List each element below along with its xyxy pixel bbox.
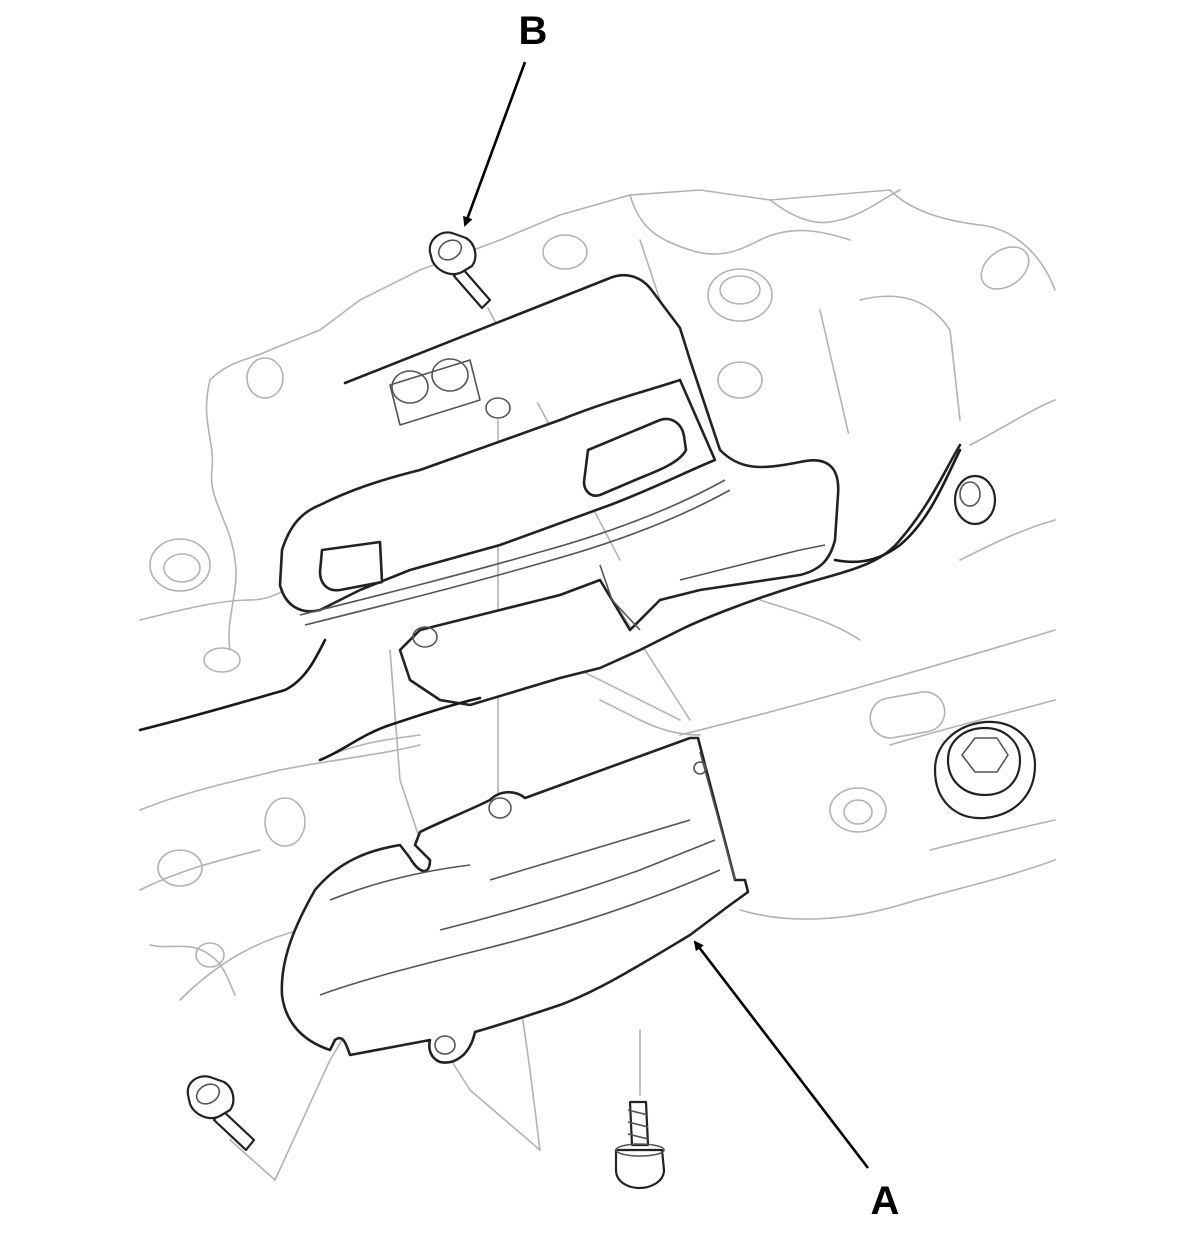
heat-shield-part-a (280, 736, 750, 1064)
leader-line-b (463, 61, 527, 227)
upper-cover (138, 274, 962, 762)
callout-label-a: A (871, 1179, 900, 1223)
engine-block-outline (139, 189, 1056, 1181)
leader-line-a (693, 940, 870, 1169)
bolt-bottom-left (186, 1075, 256, 1152)
right-bolt-head (953, 474, 997, 526)
callout-label-b: B (519, 9, 548, 53)
bolt-top (428, 231, 492, 310)
nut-fitting (933, 720, 1037, 820)
bolt-bottom-center (614, 1100, 666, 1190)
